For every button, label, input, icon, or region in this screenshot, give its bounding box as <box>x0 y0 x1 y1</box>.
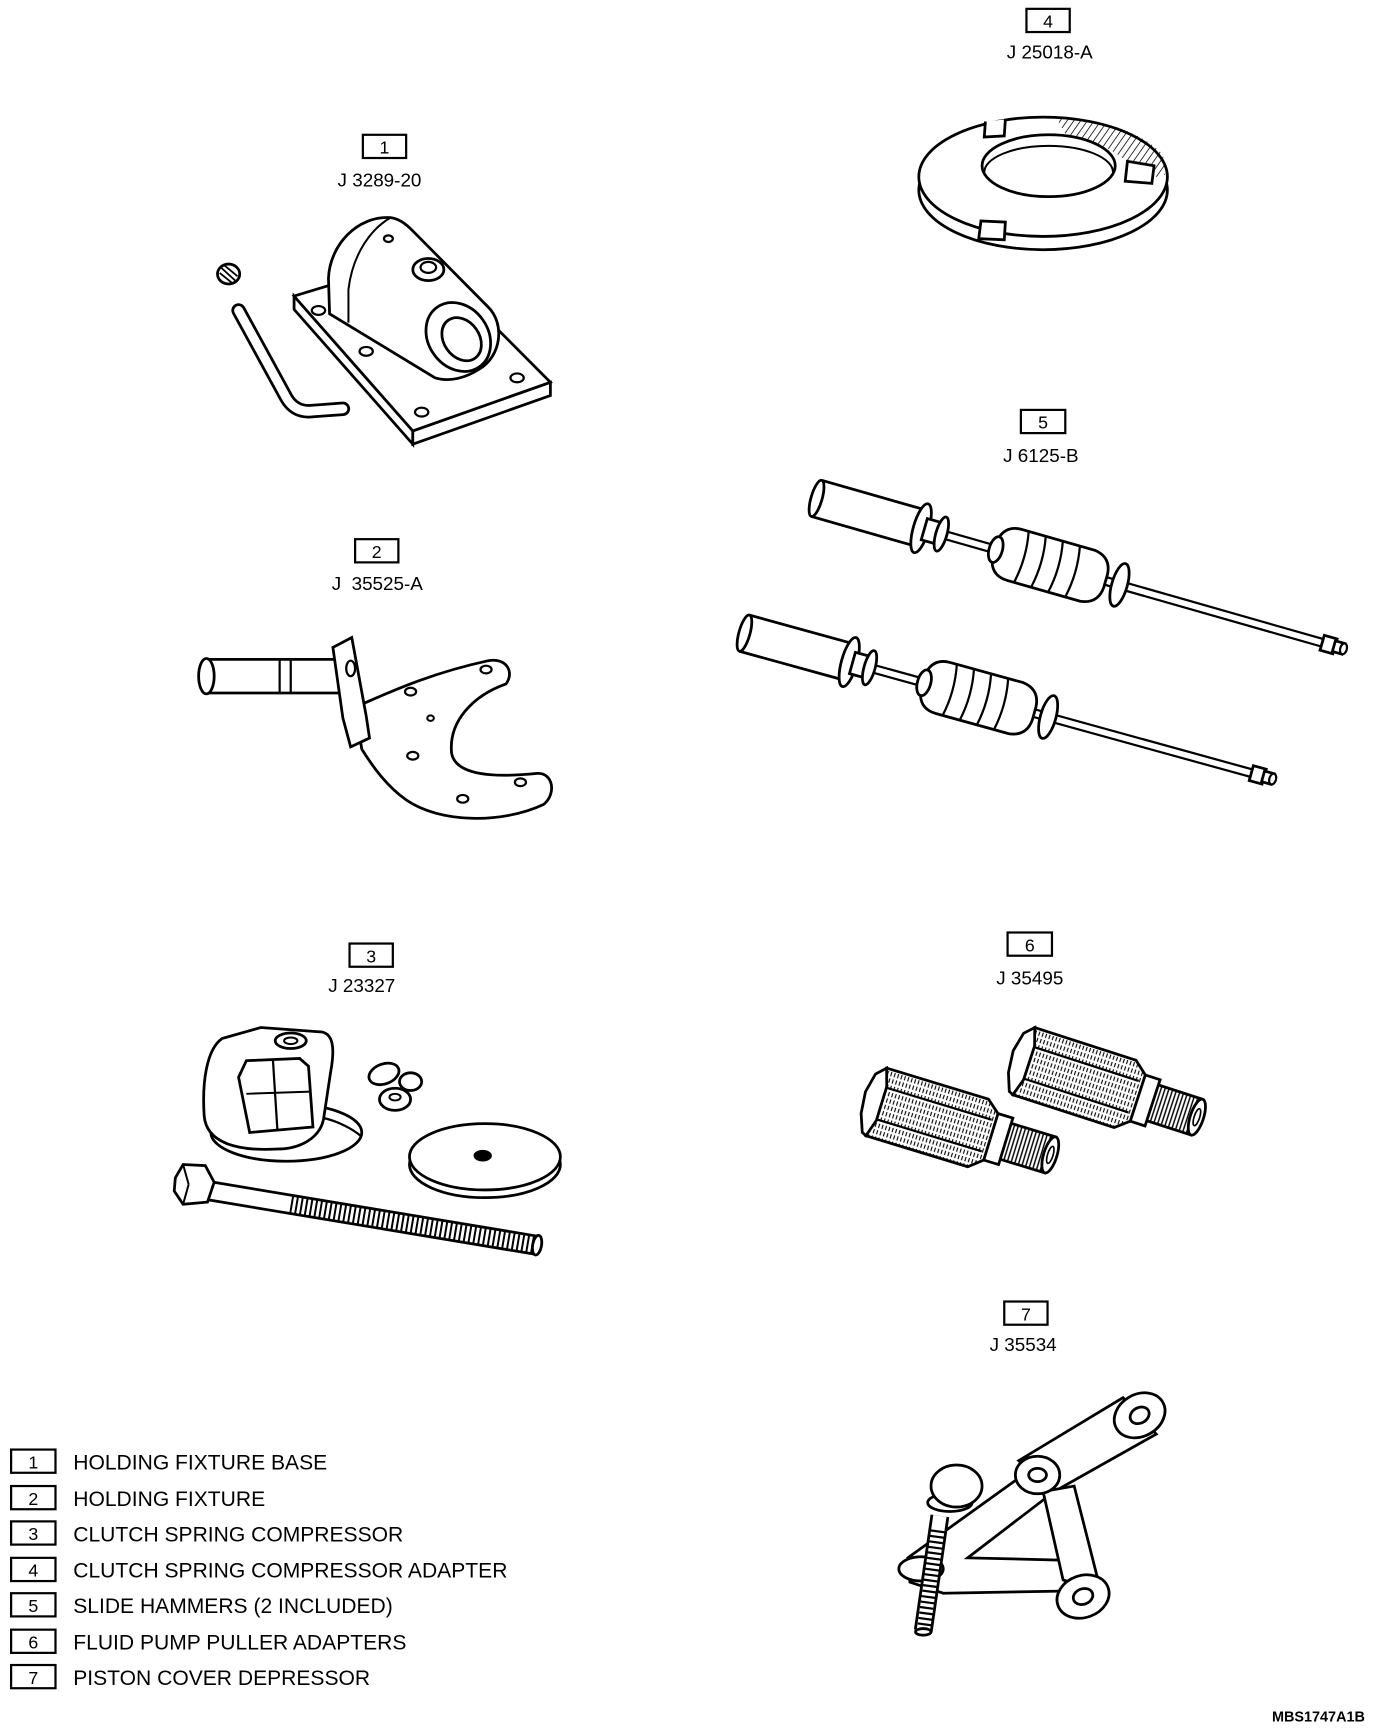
legend-row-2-number: 2 <box>28 1489 38 1509</box>
legend-row-5-box <box>9 1592 57 1618</box>
compressor-adapter-ring-illustration <box>917 115 1169 252</box>
callout-7-box <box>1003 1300 1049 1326</box>
callout-2-number: 2 <box>372 542 382 562</box>
legend-row-1-label: HOLDING FIXTURE BASE <box>73 1452 327 1475</box>
slide-hammer-lower-illustration <box>730 604 1285 807</box>
depressor-screw <box>913 1463 984 1637</box>
compressor-cage <box>202 1026 364 1163</box>
legend-row-7-number: 7 <box>28 1668 38 1688</box>
compressor-bolt <box>172 1163 544 1257</box>
clutch-spring-compressor-illustration <box>172 1026 562 1257</box>
legend-row-6: 6 FLUID PUMP PULLER ADAPTERS <box>9 1628 406 1655</box>
fixture-base-block <box>327 216 501 381</box>
legend-row-1-box <box>9 1448 57 1474</box>
legend-row-3-box <box>9 1520 57 1546</box>
callout-1-number: 1 <box>380 138 390 158</box>
legend-row-5-number: 5 <box>28 1596 38 1616</box>
legend-row-1: 1 HOLDING FIXTURE BASE <box>9 1448 327 1475</box>
wing-nut <box>367 1061 424 1112</box>
set-screw <box>216 262 242 286</box>
legend-row-7-label: PISTON COVER DEPRESSOR <box>73 1667 370 1690</box>
part-number-2: J 35525-A <box>332 573 424 594</box>
callout-5-box <box>1019 408 1067 435</box>
legend-row-3: 3 CLUTCH SPRING COMPRESSOR <box>9 1520 403 1546</box>
part-number-5: J 6125-B <box>1003 445 1078 466</box>
legend-row-5-label: SLIDE HAMMERS (2 INCLUDED) <box>73 1595 392 1618</box>
slide-hammer-upper-illustration <box>802 470 1356 677</box>
legend: 1 HOLDING FIXTURE BASE 2 HOLDING FIXTURE… <box>9 1448 507 1690</box>
figure-id: MBS1747A1B <box>1272 1709 1365 1725</box>
legend-row-7: 7 PISTON COVER DEPRESSOR <box>9 1663 370 1690</box>
legend-row-7-box <box>9 1663 57 1690</box>
callout-3-box <box>348 942 394 968</box>
adapter-notch-bottom <box>977 219 1007 242</box>
legend-row-6-number: 6 <box>28 1632 38 1652</box>
callout-6-number: 6 <box>1025 935 1035 955</box>
legend-row-6-label: FLUID PUMP PULLER ADAPTERS <box>73 1632 406 1655</box>
legend-row-2: 2 HOLDING FIXTURE <box>9 1484 265 1511</box>
callout-1: 1 <box>361 133 408 160</box>
callout-6-box <box>1006 931 1054 957</box>
callout-5: 5 <box>1019 408 1067 435</box>
part-number-7: J 35534 <box>990 1334 1057 1355</box>
callout-4: 4 <box>1025 7 1071 34</box>
callout-4-number: 4 <box>1043 12 1053 32</box>
part-number-4: J 25018-A <box>1007 42 1093 63</box>
legend-row-3-label: CLUTCH SPRING COMPRESSOR <box>73 1523 403 1546</box>
legend-row-4-box <box>9 1556 57 1583</box>
holding-fixture-illustration <box>197 635 553 820</box>
part-number-6: J 35495 <box>996 967 1063 988</box>
callout-3-number: 3 <box>366 946 376 966</box>
fixture-handle <box>197 657 340 696</box>
callout-1-box <box>361 133 408 160</box>
piston-cover-depressor-illustration <box>897 1391 1167 1637</box>
callout-2: 2 <box>353 538 400 564</box>
legend-row-4-number: 4 <box>28 1561 38 1581</box>
legend-row-1-number: 1 <box>28 1452 38 1472</box>
legend-row-2-label: HOLDING FIXTURE <box>73 1488 265 1511</box>
adapter-notch-top <box>982 119 1007 139</box>
fixture-bracket-plate <box>331 635 553 820</box>
part-number-3: J 23327 <box>328 975 395 996</box>
holding-fixture-base-illustration <box>216 216 553 448</box>
callout-3: 3 <box>348 942 394 968</box>
part-number-1: J 3289-20 <box>338 170 422 191</box>
callout-7-number: 7 <box>1021 1304 1031 1324</box>
legend-row-4-label: CLUTCH SPRING COMPRESSOR ADAPTER <box>73 1560 507 1583</box>
adapter-notch-right <box>1123 159 1156 185</box>
callout-4-box <box>1025 7 1071 34</box>
allen-key <box>231 303 351 419</box>
callout-7: 7 <box>1003 1300 1049 1326</box>
legend-row-3-number: 3 <box>28 1524 38 1544</box>
depressor-knob <box>929 1463 984 1509</box>
callout-2-box <box>353 538 400 564</box>
legend-row-2-box <box>9 1484 57 1511</box>
legend-row-5: 5 SLIDE HAMMERS (2 INCLUDED) <box>9 1592 393 1618</box>
callout-5-number: 5 <box>1038 413 1048 433</box>
compressor-washer <box>408 1122 562 1200</box>
legend-row-4: 4 CLUTCH SPRING COMPRESSOR ADAPTER <box>9 1556 507 1583</box>
callout-6: 6 <box>1006 931 1054 957</box>
legend-row-6-box <box>9 1628 57 1654</box>
